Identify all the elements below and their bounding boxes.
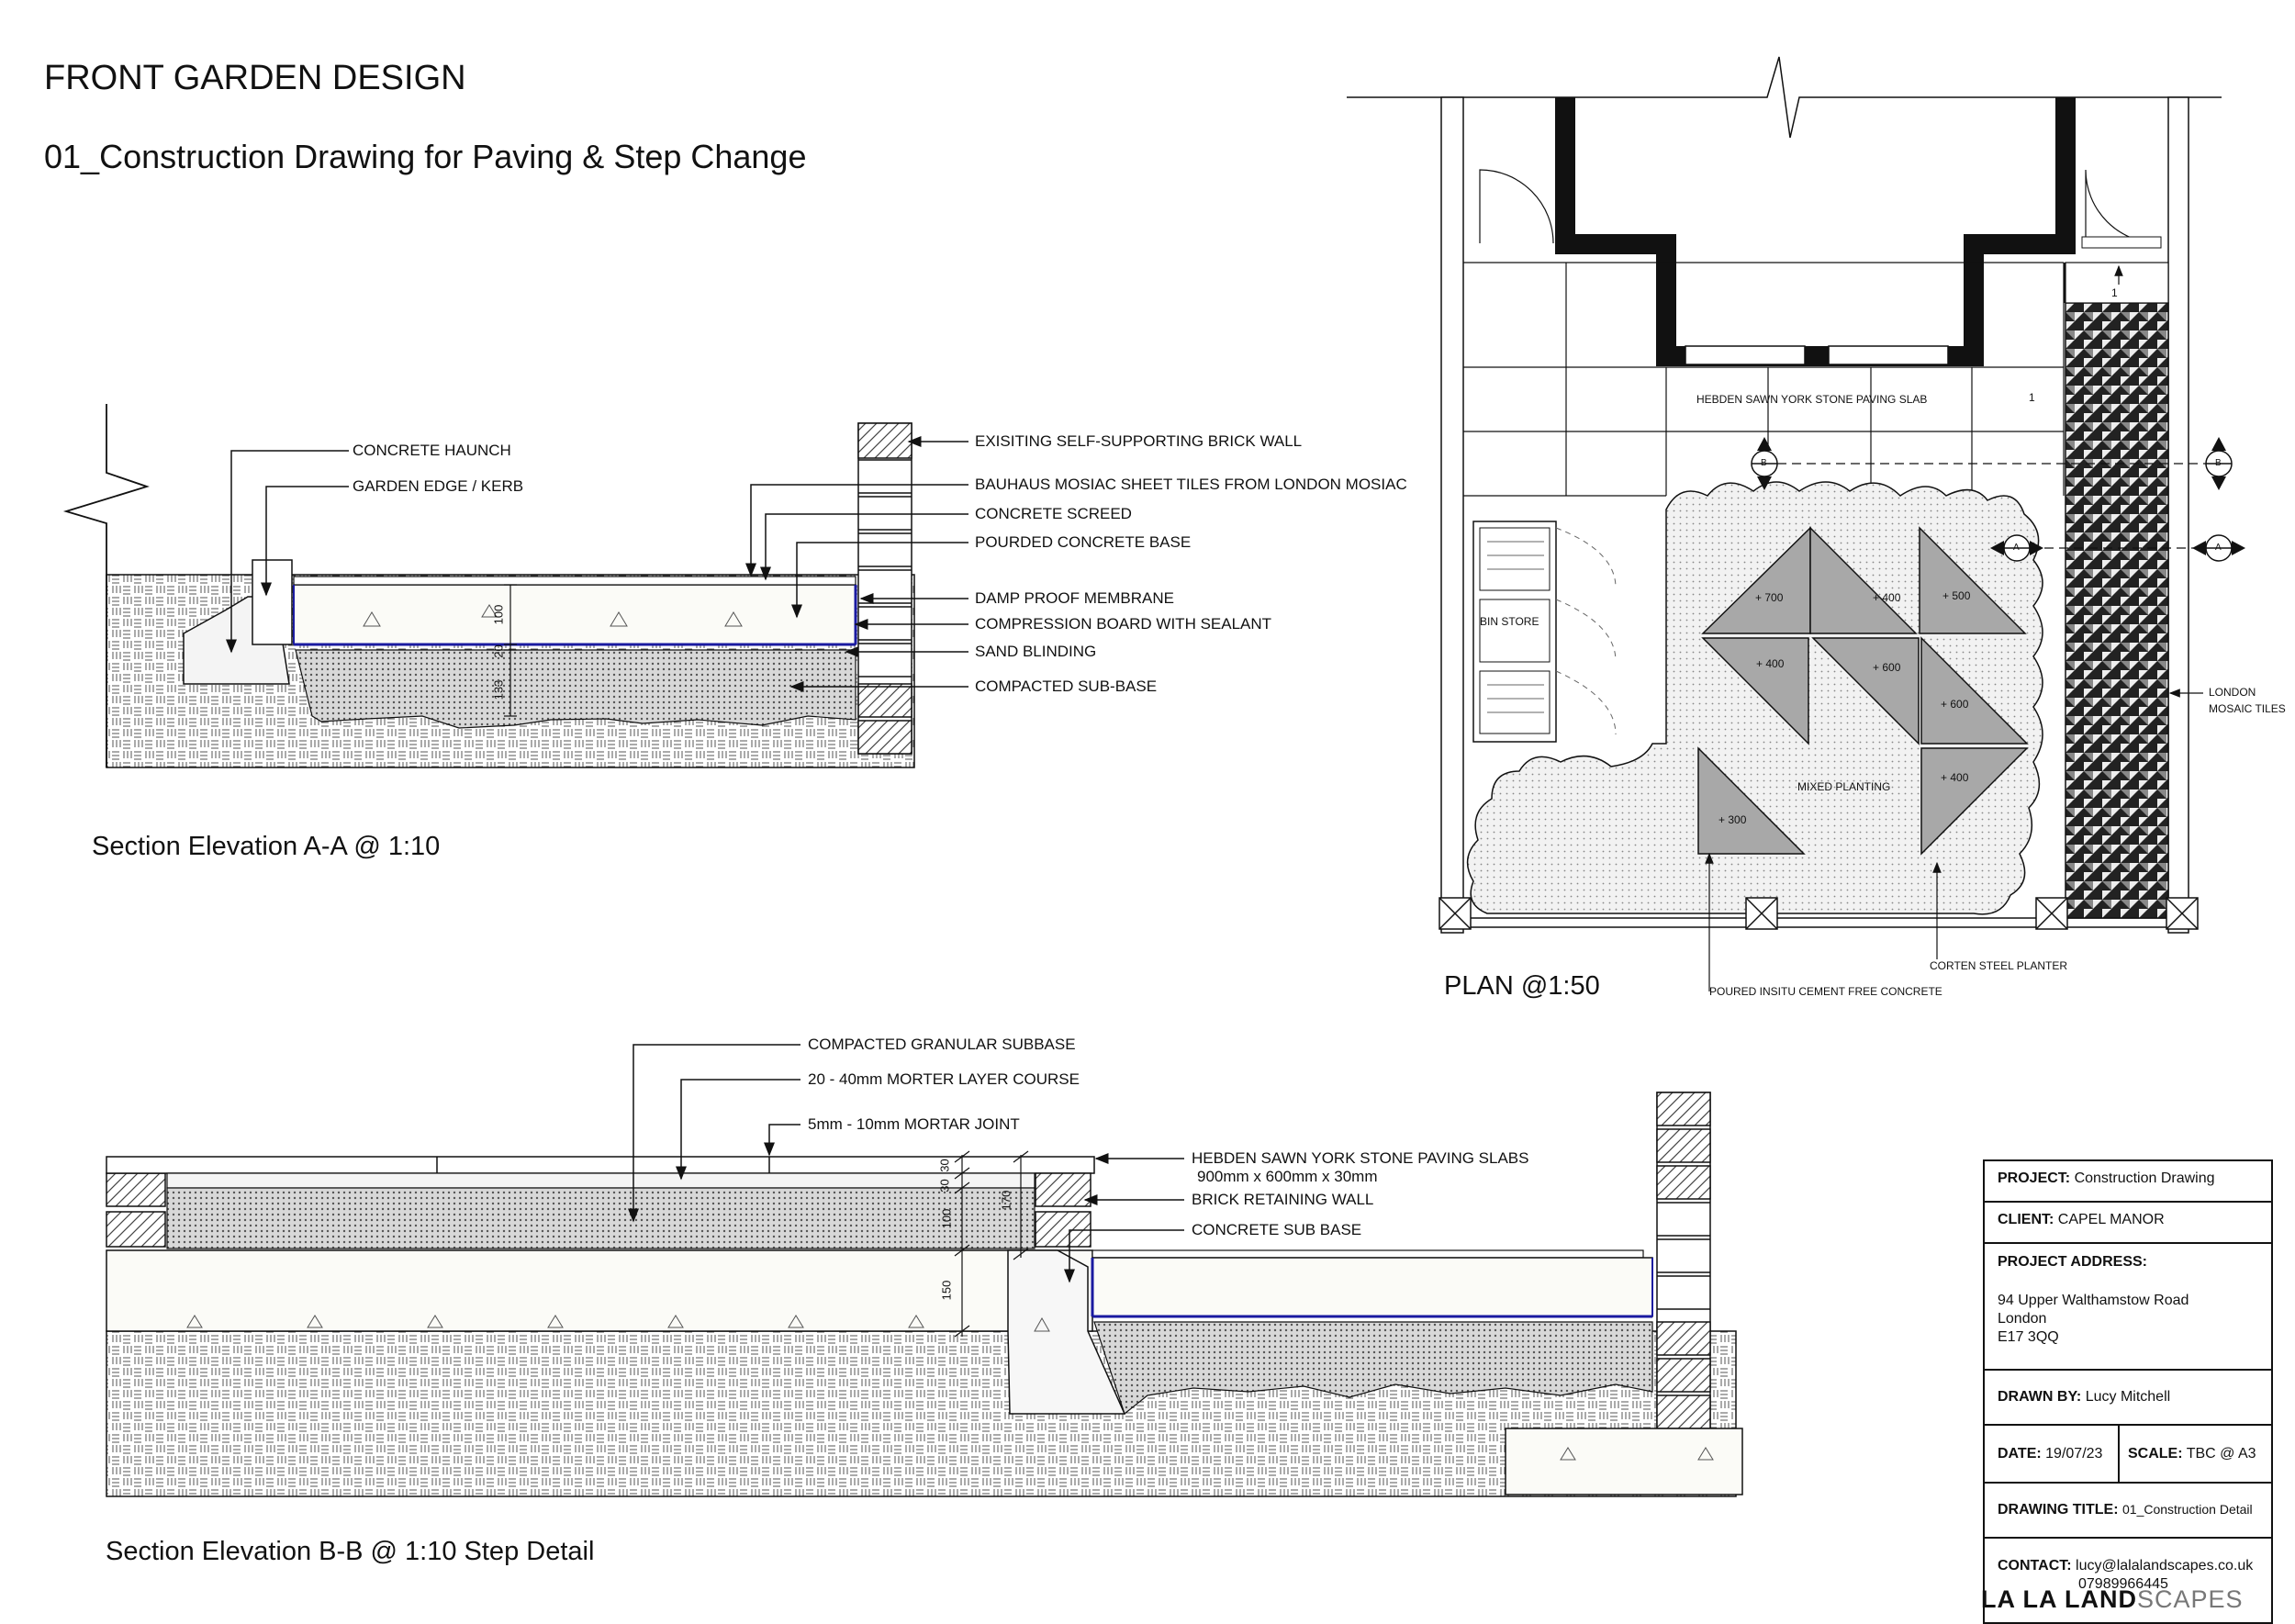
dim-133: 133 [491, 679, 506, 700]
tb-address-line1: 94 Upper Walthamstow Road [1998, 1293, 2189, 1308]
section-bb-drawing [106, 1044, 1743, 1497]
height-700: + 700 [1755, 591, 1784, 604]
tb-contact-phone: 07989966445 [2078, 1576, 2168, 1592]
label-poured-concrete: POURED INSITU CEMENT FREE CONCRETE [1709, 985, 1942, 998]
tb-scale-value: TBC @ A3 [2186, 1446, 2256, 1462]
dim-100: 100 [491, 604, 506, 625]
tb-date-value: 19/07/23 [2045, 1446, 2103, 1462]
marker-b-right: B [2215, 458, 2222, 468]
height-400a: + 400 [1873, 591, 1901, 604]
label-damp-proof: DAMP PROOF MEMBRANE [975, 589, 1174, 607]
caption-section-aa: Section Elevation A-A @ 1:10 [92, 832, 441, 861]
label-brick-wall: EXISITING SELF-SUPPORTING BRICK WALL [975, 432, 1303, 450]
tb-scale-label: SCALE: [2128, 1446, 2183, 1462]
tb-project-label: PROJECT: [1998, 1170, 2071, 1186]
dim-20: 20 [491, 644, 506, 658]
label-london-mosaic-1: LONDON [2209, 686, 2256, 699]
dim-170: 170 [999, 1190, 1013, 1211]
label-sub-base: COMPACTED SUB-BASE [975, 678, 1158, 695]
tb-project: PROJECT: Construction Drawing [1985, 1161, 2271, 1203]
tb-contact-label: CONTACT: [1998, 1558, 2072, 1574]
tb-drawn-value: Lucy Mitchell [2085, 1389, 2171, 1405]
label-york-slabs-size: 900mm x 600mm x 30mm [1197, 1168, 1378, 1185]
label-bauhaus-tiles: BAUHAUS MOSIAC SHEET TILES FROM LONDON M… [975, 476, 1407, 493]
label-paving-slab: HEBDEN SAWN YORK STONE PAVING SLAB [1696, 393, 1928, 406]
title-block: PROJECT: Construction Drawing CLIENT: CA… [1983, 1159, 2273, 1624]
dim-30b: 30 [937, 1179, 952, 1193]
tb-address-line3: E17 3QQ [1998, 1329, 2059, 1345]
label-london-mosaic-2: MOSAIC TILES [2209, 702, 2286, 715]
dim-150: 150 [939, 1280, 954, 1301]
brand-heavy: LA LA LAND [1981, 1585, 2137, 1613]
tb-drawing-title-label: DRAWING TITLE: [1998, 1502, 2119, 1518]
page-title: FRONT GARDEN DESIGN [44, 59, 466, 97]
caption-plan: PLAN @1:50 [1444, 971, 1600, 1001]
tb-date-label: DATE: [1998, 1446, 2042, 1462]
section-aa-drawing [62, 404, 968, 768]
label-concrete-sub-base: CONCRETE SUB BASE [1192, 1221, 1362, 1238]
dim-30a: 30 [937, 1159, 952, 1172]
marker-b-left: B [1761, 458, 1767, 468]
height-400b: + 400 [1756, 657, 1785, 670]
tb-contact: CONTACT: lucy@lalalandscapes.co.uk 07989… [1985, 1539, 2271, 1620]
height-600b: + 600 [1941, 698, 1969, 711]
label-mark-1b: 1 [2029, 391, 2035, 404]
label-mortar-joint: 5mm - 10mm MORTAR JOINT [808, 1115, 1020, 1133]
marker-a-right: A [2215, 543, 2222, 553]
height-400c: + 400 [1941, 771, 1969, 784]
label-corten-planter: CORTEN STEEL PLANTER [1930, 959, 2068, 972]
tb-drawing-title: DRAWING TITLE: 01_Construction Detail [1985, 1484, 2271, 1539]
tb-drawing-title-value: 01_Construction Detail [2122, 1502, 2253, 1517]
label-mixed-planting: MIXED PLANTING [1797, 780, 1891, 793]
label-compression-board: COMPRESSION BOARD WITH SEALANT [975, 615, 1272, 633]
tb-client-value: CAPEL MANOR [2057, 1212, 2165, 1227]
tb-address-label: PROJECT ADDRESS: [1998, 1254, 2147, 1270]
marker-a-left: A [2013, 543, 2020, 553]
tb-contact-email: lucy@lalalandscapes.co.uk [2076, 1558, 2254, 1574]
dim-100-bb: 100 [939, 1208, 954, 1229]
label-concrete-haunch: CONCRETE HAUNCH [353, 442, 511, 459]
label-brick-retaining: BRICK RETAINING WALL [1192, 1191, 1374, 1208]
tb-address: PROJECT ADDRESS: 94 Upper Walthamstow Ro… [1985, 1244, 2271, 1371]
height-600a: + 600 [1873, 661, 1901, 674]
label-york-slabs: HEBDEN SAWN YORK STONE PAVING SLABS [1192, 1149, 1529, 1167]
tb-client: CLIENT: CAPEL MANOR [1985, 1203, 2271, 1244]
height-300: + 300 [1718, 813, 1747, 826]
caption-section-bb: Section Elevation B-B @ 1:10 Step Detail [106, 1537, 595, 1566]
brand-light: SCAPES [2136, 1585, 2244, 1613]
label-garden-edge: GARDEN EDGE / KERB [353, 477, 524, 495]
page-subtitle: 01_Construction Drawing for Paving & Ste… [44, 138, 807, 175]
label-sand-blinding: SAND BLINDING [975, 643, 1097, 660]
tb-client-label: CLIENT: [1998, 1212, 2054, 1227]
label-morter-layer: 20 - 40mm MORTER LAYER COURSE [808, 1070, 1080, 1088]
plan-drawing [1347, 56, 2245, 991]
label-mark-1a: 1 [2111, 286, 2118, 299]
height-500: + 500 [1942, 589, 1971, 602]
tb-date-scale: DATE: 19/07/23 SCALE: TBC @ A3 [1985, 1426, 2271, 1484]
tb-drawn: DRAWN BY: Lucy Mitchell [1985, 1371, 2271, 1426]
label-concrete-base: POURDED CONCRETE BASE [975, 533, 1192, 551]
tb-drawn-label: DRAWN BY: [1998, 1389, 2082, 1405]
tb-project-value: Construction Drawing [2074, 1170, 2215, 1186]
label-bin-store: BIN STORE [1480, 615, 1539, 628]
label-concrete-screed: CONCRETE SCREED [975, 505, 1132, 522]
label-granular-subbase: COMPACTED GRANULAR SUBBASE [808, 1036, 1076, 1053]
brand-logo: LA LA LANDSCAPES [1981, 1585, 2244, 1614]
tb-address-line2: London [1998, 1311, 2047, 1327]
